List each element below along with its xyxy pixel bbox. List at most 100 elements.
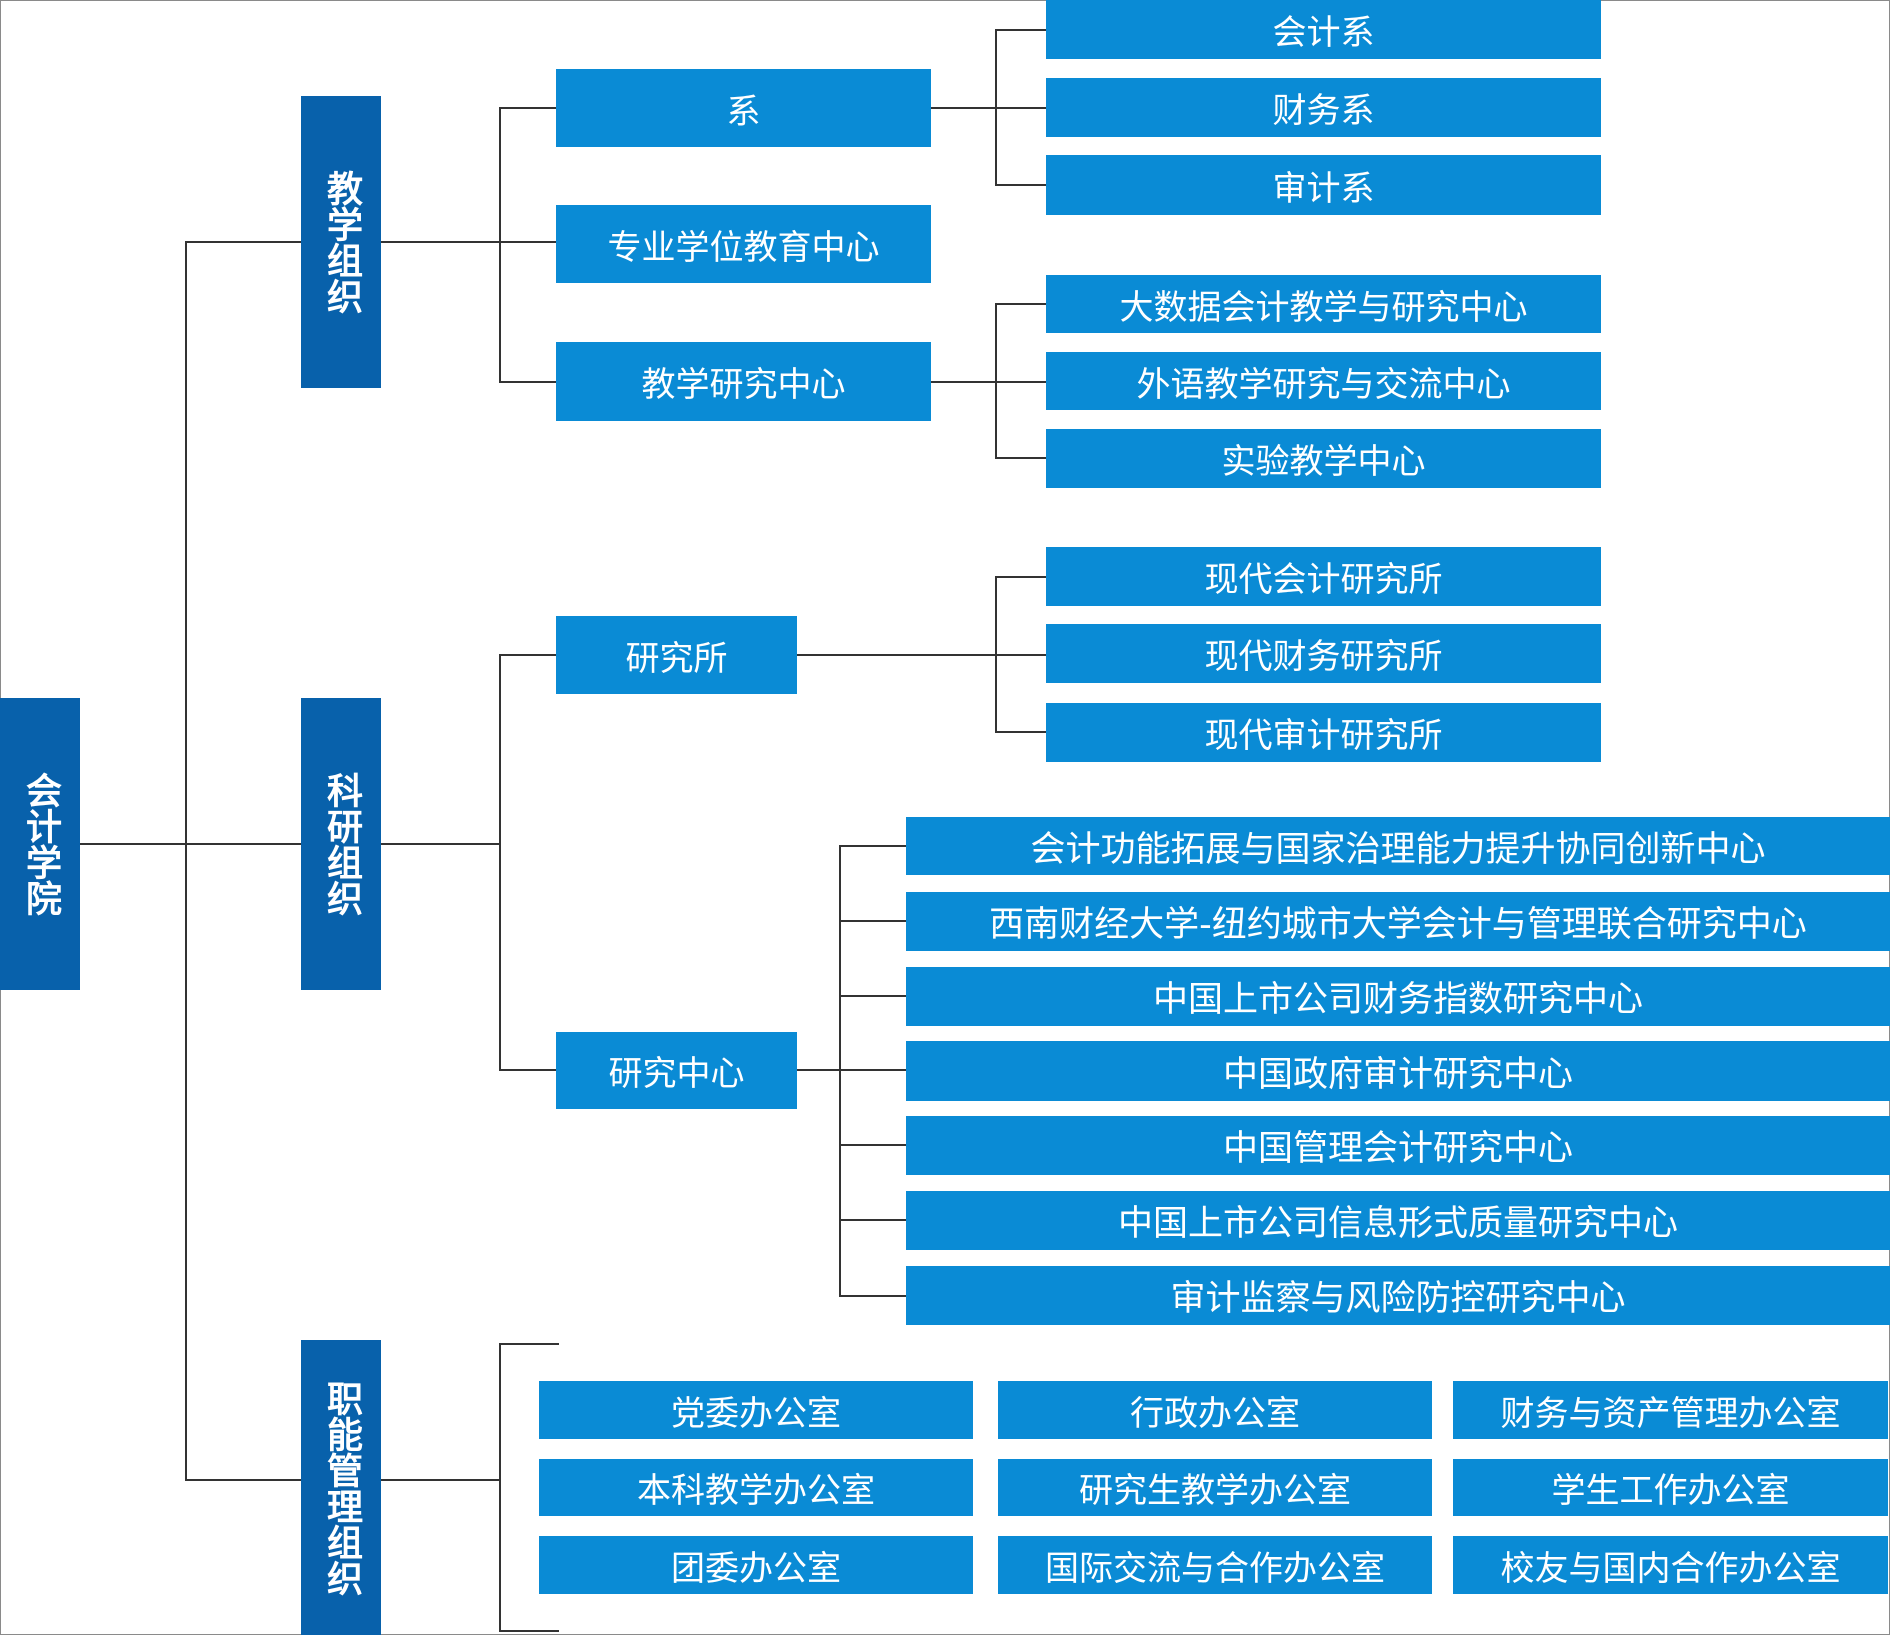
connector-centers — [499, 1069, 556, 1071]
connector-xi-c3 — [995, 184, 1046, 186]
institute-accounting-label: 现代会计研究所 — [1204, 560, 1443, 600]
connector-trunk — [185, 241, 187, 1481]
root-label: 会计学院 — [20, 772, 61, 916]
connector-institutes — [499, 654, 556, 656]
node-center-5: 中国管理会计研究中心 — [906, 1116, 1890, 1175]
node-center-4: 中国政府审计研究中心 — [906, 1041, 1890, 1101]
connector-centers-vert — [839, 845, 841, 1297]
node-office-2: 行政办公室 — [998, 1381, 1432, 1439]
node-teaching-org: 教学组织 — [301, 96, 381, 388]
connector-jiaoyan-out — [931, 381, 1046, 383]
accounting-dept-label: 会计系 — [1272, 13, 1375, 53]
institutes-label: 研究所 — [625, 638, 728, 679]
research-centers-label: 研究中心 — [608, 1054, 745, 1094]
node-experimental-teaching-center: 实验教学中心 — [1046, 429, 1601, 488]
teaching-org-label: 教学组织 — [321, 170, 362, 314]
center-6-label: 中国上市公司信息形式质量研究中心 — [1117, 1204, 1678, 1244]
office-8-label: 国际交流与合作办公室 — [1045, 1548, 1385, 1589]
connector-centers-c7 — [839, 1295, 906, 1297]
node-admin-org: 职能管理组织 — [301, 1340, 381, 1635]
office-9-label: 校友与国内合作办公室 — [1500, 1548, 1841, 1589]
connector-xi-vert — [995, 29, 997, 186]
connector-teaching — [185, 241, 302, 243]
connector-jiaoyan-vert — [995, 303, 997, 459]
node-institutes: 研究所 — [556, 616, 797, 694]
connector-admin-bracket-bottom — [499, 1630, 559, 1632]
connector-institutes-c1 — [995, 576, 1046, 578]
office-4-label: 本科教学办公室 — [637, 1471, 875, 1511]
root-node: 会计学院 — [0, 698, 80, 990]
foreign-language-center-label: 外语教学研究与交流中心 — [1136, 364, 1511, 405]
center-2-label: 西南财经大学-纽约城市大学会计与管理联合研究中心 — [989, 905, 1807, 945]
center-1-label: 会计功能拓展与国家治理能力提升协同创新中心 — [1030, 829, 1766, 870]
office-3-label: 财务与资产管理办公室 — [1500, 1393, 1841, 1434]
node-office-5: 研究生教学办公室 — [998, 1459, 1432, 1516]
connector-admin-bracket — [499, 1343, 501, 1632]
connector-admin-bracket-top — [499, 1343, 559, 1345]
node-accounting-dept: 会计系 — [1046, 0, 1601, 59]
node-office-4: 本科教学办公室 — [539, 1459, 973, 1516]
node-office-9: 校友与国内合作办公室 — [1453, 1536, 1888, 1594]
node-foreign-language-center: 外语教学研究与交流中心 — [1046, 352, 1601, 410]
node-finance-dept: 财务系 — [1046, 78, 1601, 137]
office-5-label: 研究生教学办公室 — [1079, 1471, 1351, 1511]
center-4-label: 中国政府审计研究中心 — [1222, 1054, 1573, 1095]
node-center-7: 审计监察与风险防控研究中心 — [906, 1266, 1890, 1325]
node-center-3: 中国上市公司财务指数研究中心 — [906, 967, 1890, 1026]
connector-admin — [185, 1479, 302, 1481]
connector-institutes-vert — [995, 576, 997, 733]
big-data-center-label: 大数据会计教学与研究中心 — [1119, 287, 1528, 328]
connector-teaching-out — [381, 241, 556, 243]
connector-teaching-vert — [499, 107, 501, 382]
experimental-teaching-center-label: 实验教学中心 — [1221, 442, 1426, 482]
office-2-label: 行政办公室 — [1130, 1393, 1300, 1434]
node-office-6: 学生工作办公室 — [1453, 1459, 1888, 1516]
node-institute-audit: 现代审计研究所 — [1046, 703, 1601, 762]
node-office-7: 团委办公室 — [539, 1536, 973, 1594]
connector-research-vert — [499, 654, 501, 1071]
teaching-research-center-label: 教学研究中心 — [641, 365, 846, 405]
professional-degree-center-label: 专业学位教育中心 — [607, 227, 880, 268]
node-teaching-research-center: 教学研究中心 — [556, 342, 931, 421]
node-research-org: 科研组织 — [301, 698, 381, 990]
connector-xi-c1 — [995, 29, 1046, 31]
node-institute-finance: 现代财务研究所 — [1046, 624, 1601, 683]
office-7-label: 团委办公室 — [671, 1548, 841, 1589]
institute-audit-label: 现代审计研究所 — [1204, 716, 1443, 756]
connector-centers-c6 — [839, 1219, 906, 1221]
departments-label: 系 — [726, 91, 761, 132]
node-office-1: 党委办公室 — [539, 1381, 973, 1439]
connector-xi-out — [931, 107, 1046, 109]
connector-xi — [499, 107, 556, 109]
node-departments: 系 — [556, 69, 931, 147]
connector-jiaoyan-c3 — [995, 457, 1046, 459]
connector-root — [80, 843, 302, 845]
connector-centers-c3 — [839, 995, 906, 997]
center-5-label: 中国管理会计研究中心 — [1222, 1129, 1573, 1169]
node-office-8: 国际交流与合作办公室 — [998, 1536, 1432, 1594]
research-org-label: 科研组织 — [321, 772, 362, 916]
node-center-2: 西南财经大学-纽约城市大学会计与管理联合研究中心 — [906, 892, 1890, 951]
node-audit-dept: 审计系 — [1046, 155, 1601, 215]
node-center-1: 会计功能拓展与国家治理能力提升协同创新中心 — [906, 817, 1890, 875]
node-big-data-center: 大数据会计教学与研究中心 — [1046, 275, 1601, 333]
connector-research-out — [381, 843, 501, 845]
admin-org-label: 职能管理组织 — [321, 1379, 362, 1596]
node-center-6: 中国上市公司信息形式质量研究中心 — [906, 1191, 1890, 1250]
connector-centers-c5 — [839, 1144, 906, 1146]
connector-centers-c1 — [839, 845, 906, 847]
connector-centers-out — [797, 1069, 906, 1071]
connector-admin-out — [381, 1479, 501, 1481]
office-6-label: 学生工作办公室 — [1551, 1471, 1790, 1511]
connector-jiaoyan-c1 — [995, 303, 1046, 305]
node-institute-accounting: 现代会计研究所 — [1046, 547, 1601, 606]
node-office-3: 财务与资产管理办公室 — [1453, 1381, 1888, 1439]
connector-jiaoyan — [499, 381, 556, 383]
center-3-label: 中国上市公司财务指数研究中心 — [1152, 980, 1643, 1020]
connector-institutes-c3 — [995, 731, 1046, 733]
node-research-centers: 研究中心 — [556, 1032, 797, 1109]
connector-institutes-out — [797, 654, 1046, 656]
audit-dept-label: 审计系 — [1272, 168, 1375, 209]
connector-centers-c2 — [839, 920, 906, 922]
finance-dept-label: 财务系 — [1272, 91, 1375, 131]
